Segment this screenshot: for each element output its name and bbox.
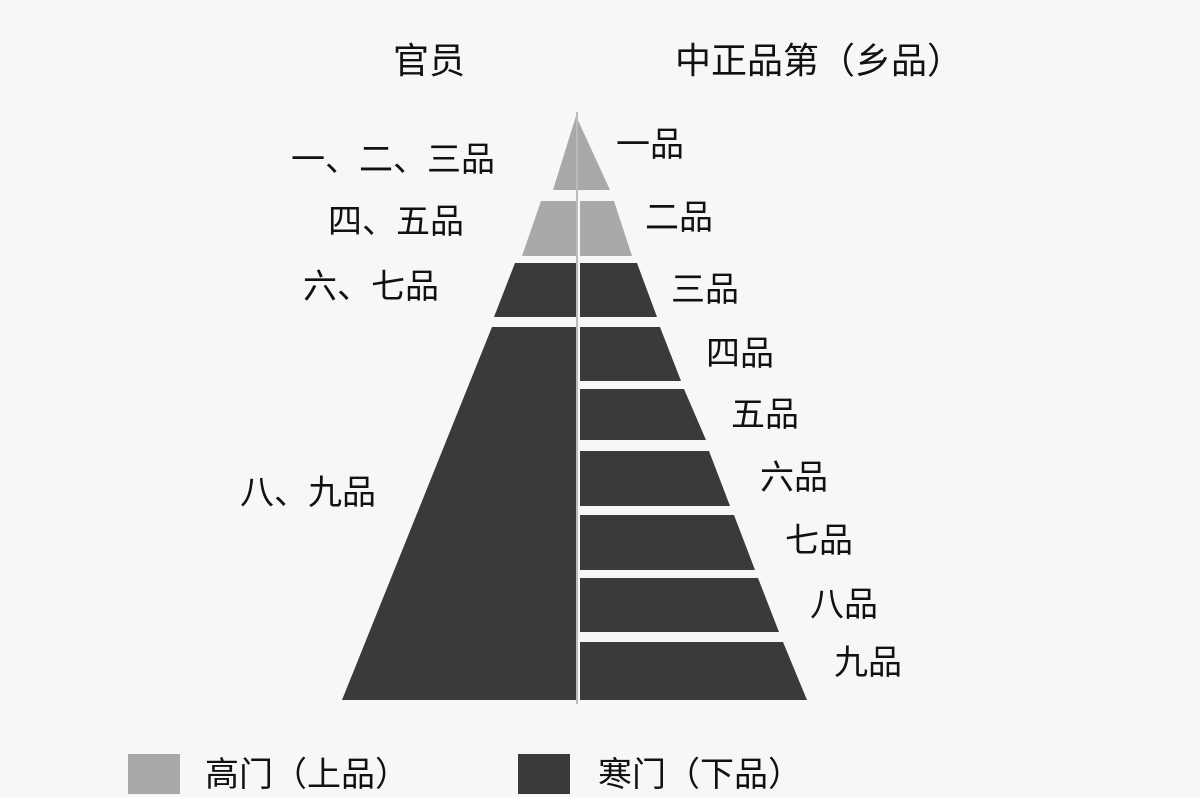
xiangpin-label-4: 四品 xyxy=(706,334,774,374)
xiangpin-label-6: 六品 xyxy=(760,458,828,498)
official-label-1-3: 一、二、三品 xyxy=(291,140,495,180)
official-band-4-5 xyxy=(522,201,576,256)
xiangpin-label-9: 九品 xyxy=(834,643,902,683)
legend-label-low: 寒门（下品） xyxy=(598,755,802,795)
xiangpin-label-1: 一品 xyxy=(616,125,684,165)
xiangpin-band-5 xyxy=(580,389,706,440)
xiangpin-band-8 xyxy=(580,578,779,632)
xiangpin-label-5: 五品 xyxy=(731,395,799,435)
legend-swatch-low xyxy=(518,754,570,794)
xiangpin-band-3 xyxy=(580,263,657,317)
legend-swatch-high xyxy=(128,754,180,794)
xiangpin-label-8: 八品 xyxy=(810,585,878,625)
official-label-8-9: 八、九品 xyxy=(240,473,376,513)
official-band-1-3 xyxy=(553,116,576,190)
official-label-6-7: 六、七品 xyxy=(303,267,439,307)
official-band-6-7 xyxy=(494,263,576,317)
xiangpin-band-2 xyxy=(580,201,632,256)
xiangpin-band-7 xyxy=(580,515,755,570)
legend-label-high: 高门（上品） xyxy=(205,755,409,795)
right-header: 中正品第（乡品） xyxy=(675,41,964,82)
left-header: 官员 xyxy=(393,41,466,82)
xiangpin-label-2: 二品 xyxy=(645,198,713,238)
official-band-8-9 xyxy=(342,327,576,700)
xiangpin-label-7: 七品 xyxy=(785,521,853,561)
xiangpin-band-4 xyxy=(580,327,681,381)
official-label-4-5: 四、五品 xyxy=(328,202,464,242)
xiangpin-band-9 xyxy=(580,642,807,700)
xiangpin-band-1 xyxy=(576,116,610,190)
xiangpin-band-6 xyxy=(580,451,730,506)
xiangpin-label-3: 三品 xyxy=(671,270,739,310)
